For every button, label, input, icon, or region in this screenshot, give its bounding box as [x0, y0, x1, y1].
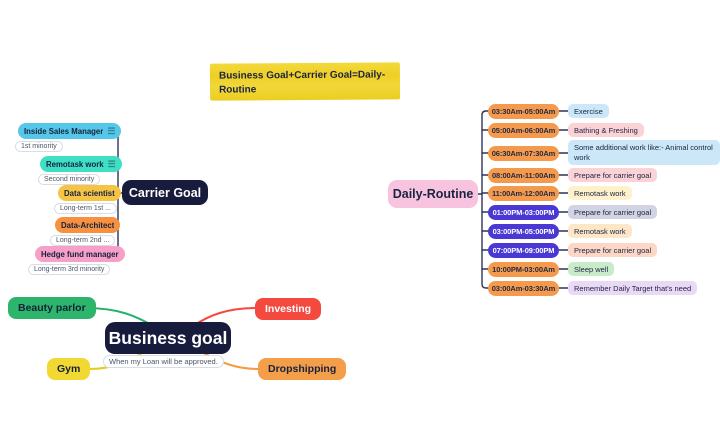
- time-slot[interactable]: 05:00Am-06:00Am: [488, 123, 559, 138]
- branch-investing[interactable]: Investing: [255, 298, 322, 320]
- time-slot[interactable]: 07:00PM-09:00PM: [488, 243, 559, 258]
- notes-icon[interactable]: ☰: [107, 125, 116, 136]
- activity[interactable]: Prepare for carrier goal: [568, 243, 658, 257]
- branch-gym[interactable]: Gym: [47, 358, 91, 380]
- daily-connectors: [477, 110, 569, 289]
- branch-subnote[interactable]: 1st minority: [15, 141, 63, 152]
- business-goal-topic[interactable]: Business goal: [105, 322, 231, 354]
- branch-inside-sales-manager[interactable]: Inside Sales Manager ☰: [18, 123, 122, 139]
- activity[interactable]: Prepare for carrier goal: [568, 205, 658, 219]
- branch-label: Data scientist: [64, 188, 115, 198]
- daily-routine-title: Daily-Routine: [392, 187, 474, 201]
- time-slot[interactable]: 08:00Am-11:00Am: [488, 168, 559, 183]
- time-slot[interactable]: 03:00PM-05:00PM: [488, 224, 559, 239]
- activity[interactable]: Remember Daily Target that's need: [568, 281, 698, 295]
- time-slot[interactable]: 03:00Am-03:30Am: [488, 281, 559, 296]
- business-goal-title: Business goal: [108, 327, 228, 348]
- time-slot[interactable]: 11:00Am-12:00Am: [488, 186, 559, 201]
- activity[interactable]: Remotask work: [568, 186, 632, 200]
- branch-subnote[interactable]: Long-term 2nd ...: [50, 235, 116, 246]
- floating-note-text: Business Goal+Carrier Goal=Daily- Routin…: [218, 69, 386, 96]
- activity[interactable]: Prepare for carrier goal: [568, 168, 658, 182]
- branch-label: Inside Sales Manager: [24, 126, 104, 136]
- time-slot[interactable]: 06:30Am-07:30Am: [488, 146, 559, 161]
- branch-dropshipping[interactable]: Dropshipping: [258, 358, 347, 380]
- carrier-goal-topic[interactable]: Carrier Goal: [122, 180, 208, 205]
- branch-label: Remotask work: [46, 159, 104, 169]
- branch-data-architect[interactable]: Data-Architect: [55, 217, 121, 233]
- branch-label: Hedge fund manager: [41, 249, 119, 259]
- time-slot[interactable]: 03:30Am-05:00Am: [488, 104, 559, 119]
- branch-subnote[interactable]: Long-term 3rd minority: [28, 264, 111, 275]
- floating-note[interactable]: Business Goal+Carrier Goal=Daily- Routin…: [209, 62, 401, 101]
- activity[interactable]: Sleep well: [568, 262, 615, 276]
- notes-icon[interactable]: ☰: [107, 158, 116, 169]
- carrier-goal-title: Carrier Goal: [128, 185, 202, 200]
- branch-remotask-work[interactable]: Remotask work ☰: [40, 156, 122, 172]
- branch-subnote[interactable]: Second minority: [38, 174, 101, 185]
- business-goal-subnote[interactable]: When my Loan will be approved.: [103, 355, 224, 368]
- branch-subnote[interactable]: Long-term 1st ...: [54, 203, 117, 214]
- activity[interactable]: Some additional work like:- Animal contr…: [568, 140, 720, 166]
- activity[interactable]: Exercise: [568, 104, 609, 118]
- activity[interactable]: Remotask work: [568, 224, 632, 238]
- activity[interactable]: Bathing & Freshing: [568, 123, 644, 137]
- time-slot[interactable]: 10:00PM-03:00Am: [488, 262, 559, 277]
- time-slot[interactable]: 01:00PM-03:00PM: [488, 205, 559, 220]
- branch-data-scientist[interactable]: Data scientist: [58, 185, 121, 201]
- branch-beauty-parlor[interactable]: Beauty parlor: [8, 297, 96, 319]
- branch-label: Data-Architect: [61, 220, 115, 230]
- branch-hedge-fund-manager[interactable]: Hedge fund manager: [35, 246, 125, 262]
- daily-routine-topic[interactable]: Daily-Routine: [388, 180, 478, 208]
